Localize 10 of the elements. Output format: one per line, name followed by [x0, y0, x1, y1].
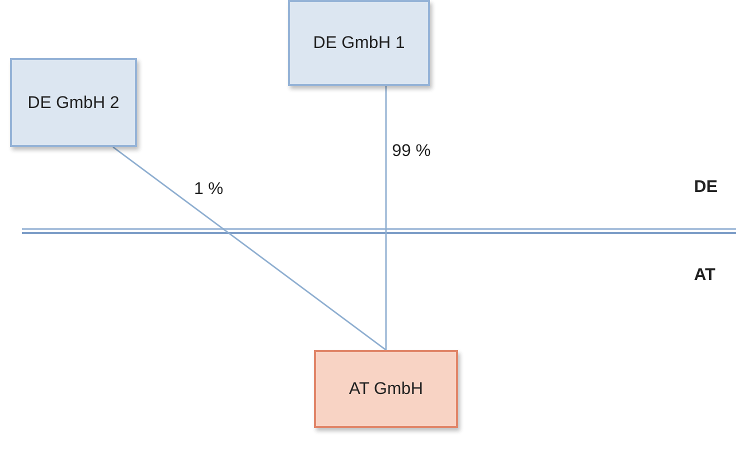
- entity-name: DE GmbH 1: [313, 32, 405, 54]
- entity-box: [314, 350, 458, 428]
- connector-line: [112, 146, 386, 351]
- entity-box: [10, 58, 137, 147]
- country-label: AT: [694, 264, 716, 286]
- entity-box: [288, 0, 430, 86]
- entity-name: AT GmbH: [349, 378, 423, 400]
- country-label: DE: [694, 176, 718, 198]
- connector-line: [385, 86, 387, 350]
- entity-name: DE GmbH 2: [28, 92, 120, 114]
